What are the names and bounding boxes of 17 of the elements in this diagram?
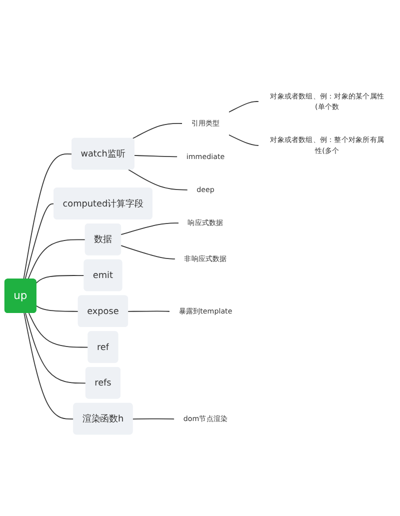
connector: [120, 245, 176, 260]
connector: [228, 101, 260, 113]
connector: [23, 154, 73, 280]
connector: [128, 169, 188, 190]
connector: [132, 123, 184, 140]
connector: [24, 312, 74, 420]
connector: [28, 239, 86, 280]
connector: [28, 312, 89, 348]
connector: [134, 155, 178, 158]
connector: [128, 310, 171, 312]
connector: [25, 312, 86, 384]
connector: [228, 134, 260, 146]
connector: [24, 203, 55, 280]
connector: [120, 222, 180, 236]
connector: [36, 275, 85, 284]
connector: [132, 418, 176, 420]
connector: [36, 305, 79, 312]
